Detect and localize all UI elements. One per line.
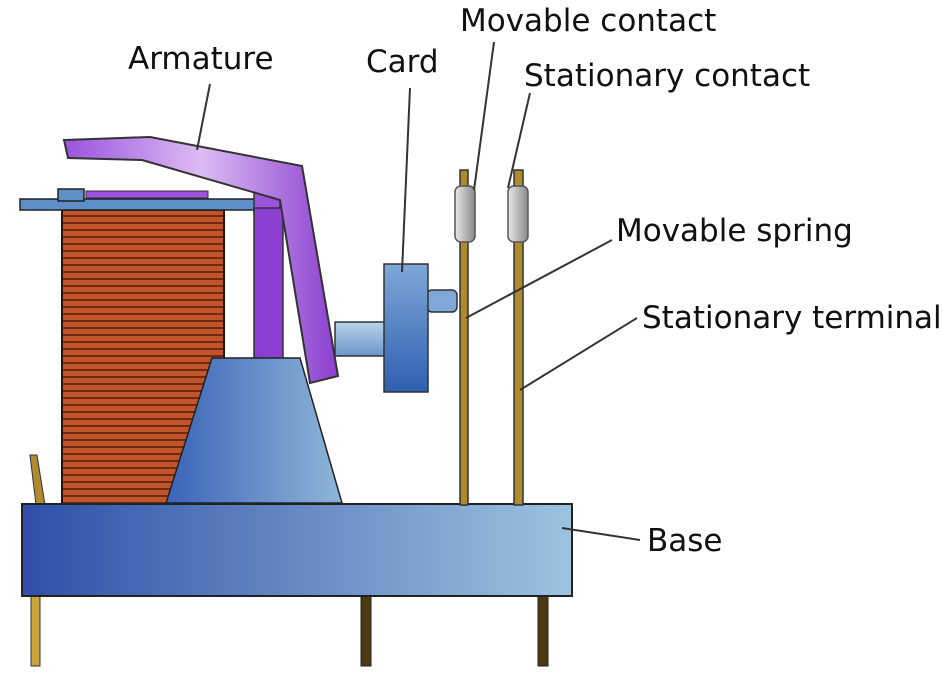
leader-armature [196, 83, 211, 151]
leader-stationary-contact [507, 92, 531, 189]
left-lead-wire [29, 454, 46, 506]
pin-middle [360, 591, 372, 667]
pin-left [30, 589, 41, 667]
movable-spring-label: Movable spring [616, 213, 853, 249]
base-label: Base [647, 523, 723, 559]
movable-contact-label: Movable contact [460, 3, 717, 39]
armature-label: Armature [128, 41, 274, 77]
pin-right [537, 591, 549, 667]
movable-spring [459, 169, 469, 506]
leader-movable-contact [473, 41, 495, 191]
leader-stationary-terminal [519, 317, 638, 391]
armature-pad [85, 190, 209, 199]
leader-base [561, 527, 641, 541]
base [21, 503, 573, 597]
card [383, 263, 429, 393]
armature-post [253, 207, 284, 361]
stationary-contact [507, 185, 529, 243]
armature [62, 135, 340, 385]
stationary-terminal-label: Stationary terminal [642, 300, 942, 336]
card-nose [426, 289, 458, 313]
movable-contact [454, 185, 476, 243]
leader-card [401, 87, 411, 273]
card-label: Card [366, 44, 439, 80]
stationary-terminal [513, 169, 524, 506]
stationary-contact-label: Stationary contact [524, 58, 811, 94]
card-shaft [334, 321, 390, 357]
leader-movable-spring [465, 239, 613, 319]
yoke-tab [57, 188, 85, 202]
